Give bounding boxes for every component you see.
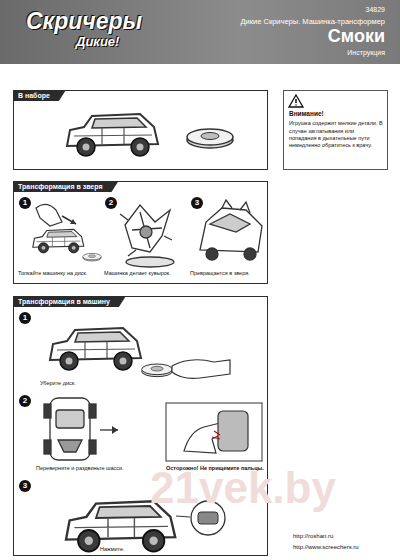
car-picture: [33, 229, 84, 253]
step-caption: Переверните и раздвиньте шасси.: [36, 465, 136, 472]
warning-text: Игрушка содержит мелкие детали. В случае…: [289, 120, 383, 149]
picture-frame: [166, 403, 262, 461]
step-number: 3: [19, 480, 31, 492]
step-number-text: 3: [23, 482, 27, 490]
caution-picture: [154, 401, 264, 463]
doc-type: Инструкция: [347, 49, 385, 56]
hand-picture: [172, 360, 230, 379]
logo-text: Дикие!: [76, 34, 119, 50]
leader-line: [176, 516, 190, 517]
step-caption: Машинка делает кувырок.: [104, 270, 186, 277]
section-panel: Трансформация в машину12Осторожно! Не пр…: [13, 296, 268, 556]
chassis-picture: [44, 398, 118, 460]
step-number-text: 3: [195, 199, 199, 207]
step-caption: Уберите диск.: [40, 380, 140, 387]
section-heading: Трансформация в машину: [13, 296, 126, 307]
step-number-text: 2: [109, 199, 113, 207]
step-number: 1: [19, 197, 31, 209]
pinch-mark: [212, 431, 220, 439]
step-number: 1: [19, 312, 31, 324]
warning-box: Внимание! Игрушка содержит мелкие детали.…: [283, 90, 388, 170]
step-caption: Нажмите.: [100, 546, 180, 553]
title: Смоки: [328, 26, 385, 47]
warning-icon: [288, 94, 304, 108]
car-picture: [67, 114, 158, 156]
warning-triangle: [289, 95, 303, 107]
step-number: 2: [19, 395, 31, 407]
car-picture: [50, 328, 141, 370]
step-number: 3: [191, 197, 203, 209]
step-caption: Толкайте машинку на диск.: [18, 270, 100, 277]
step-number-text: 1: [23, 314, 27, 322]
product-name: Дикие Скричеры. Машинка-трансформер: [240, 17, 385, 26]
step-caption: Превращается в зверя.: [190, 270, 265, 277]
disc-picture: [187, 129, 233, 148]
warning-mark: [295, 99, 297, 106]
disc-picture: [142, 364, 173, 377]
section-panel: Трансформация в зверя 1 2 3: [13, 181, 268, 284]
section-heading: Трансформация в зверя: [13, 181, 119, 192]
disc-picture: [83, 253, 101, 261]
hand-picture: [36, 204, 62, 226]
article-number: 34829: [366, 6, 385, 13]
detail-picture: [198, 512, 218, 524]
push-arrow: [62, 216, 76, 224]
section-panel: В наборе: [13, 90, 268, 170]
direction-arrow: [112, 426, 118, 434]
push-arrow-head: [70, 219, 76, 224]
car-part-picture: [218, 411, 248, 451]
url: http://roshan.ru: [293, 533, 393, 540]
beast-picture: [200, 200, 262, 260]
flip-picture: [120, 205, 174, 267]
section-heading: В наборе: [13, 90, 66, 101]
logo-text: Скричеры: [26, 8, 142, 36]
step-number-text: 1: [23, 199, 27, 207]
step-number: 2: [105, 197, 117, 209]
url: http://www.screechers.ru: [293, 544, 393, 551]
warning-heading: Внимание!: [289, 110, 383, 118]
step-number-text: 2: [23, 397, 27, 405]
watermark: 21vek.by: [150, 462, 336, 515]
